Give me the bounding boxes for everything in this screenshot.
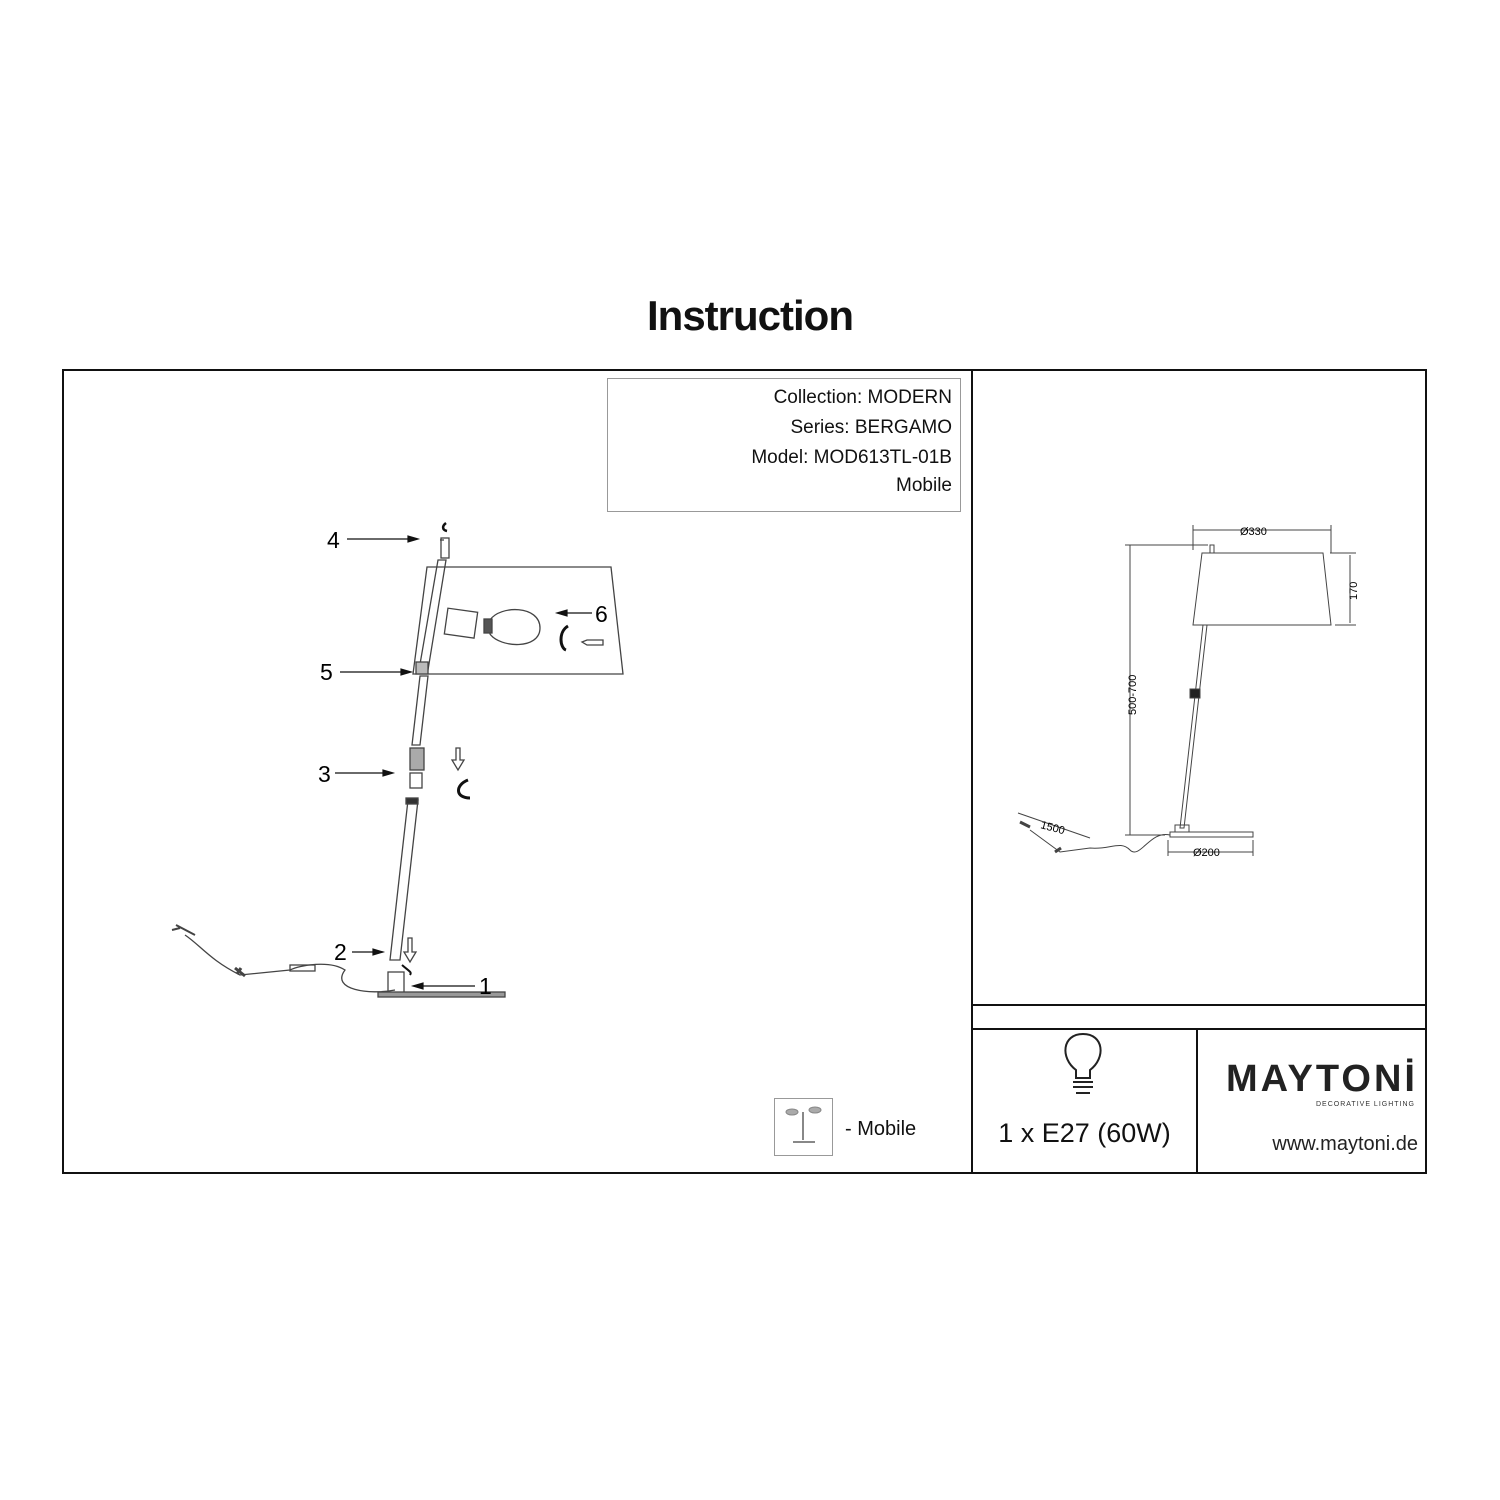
step-label-1: 1 xyxy=(479,973,492,999)
step-leaders xyxy=(335,535,592,990)
bulb xyxy=(489,609,541,646)
light-bulb-icon xyxy=(1064,1032,1102,1094)
mobile-lamp-icon xyxy=(785,1106,822,1143)
middle-arm xyxy=(411,675,429,746)
website-link[interactable]: www.maytoni.de xyxy=(1272,1133,1418,1155)
type-text: Mobile xyxy=(896,475,952,496)
lower-arm xyxy=(389,799,419,961)
instruction-frame xyxy=(62,369,1427,1174)
lamp-shade xyxy=(412,566,624,675)
column-divider xyxy=(971,369,973,1172)
step-label-2: 2 xyxy=(334,939,347,965)
row-divider xyxy=(972,1028,1427,1030)
power-cord xyxy=(184,934,396,993)
cord-switch xyxy=(289,964,316,972)
brand-tagline: DECORATIVE LIGHTING xyxy=(1316,1101,1415,1108)
socket xyxy=(443,607,479,639)
collection-text: Collection: MODERN xyxy=(773,387,952,408)
step-label-3: 3 xyxy=(318,761,331,787)
page-title: Instruction xyxy=(647,292,854,339)
base-plate xyxy=(377,991,506,998)
mobile-legend-label: - Mobile xyxy=(845,1118,917,1140)
dim-height-range: 500-700 xyxy=(1127,675,1139,715)
dim-shade-height: 170 xyxy=(1348,582,1360,600)
model-text: Model: MOD613TL-01B xyxy=(751,447,952,468)
dim-shade-diameter: Ø330 xyxy=(1240,526,1267,538)
series-text: Series: BERGAMO xyxy=(790,417,952,438)
upper-arm xyxy=(418,559,447,671)
step-label-4: 4 xyxy=(327,527,340,553)
dim-base-diameter: Ø200 xyxy=(1193,847,1220,859)
exploded-lamp-drawing xyxy=(171,522,624,998)
brand-logo: MAYTONİ xyxy=(1225,1058,1418,1100)
mobile-icon-box xyxy=(774,1098,833,1156)
dimension-drawing xyxy=(1017,525,1356,856)
bulb-spec: 1 x E27 (60W) xyxy=(998,1118,1171,1148)
step-label-6: 6 xyxy=(595,601,608,627)
product-info-box: Collection: MODERN Series: BERGAMO Model… xyxy=(607,378,961,512)
dim-base xyxy=(1169,831,1254,838)
step-label-5: 5 xyxy=(320,659,333,685)
cell-divider xyxy=(1196,1029,1198,1172)
finial xyxy=(440,537,450,559)
plug xyxy=(171,924,196,936)
joint xyxy=(409,747,425,771)
row-divider xyxy=(972,1004,1425,1006)
dim-lamp-shade xyxy=(1192,552,1332,626)
dim-cable-length: 1500 xyxy=(1039,819,1066,837)
